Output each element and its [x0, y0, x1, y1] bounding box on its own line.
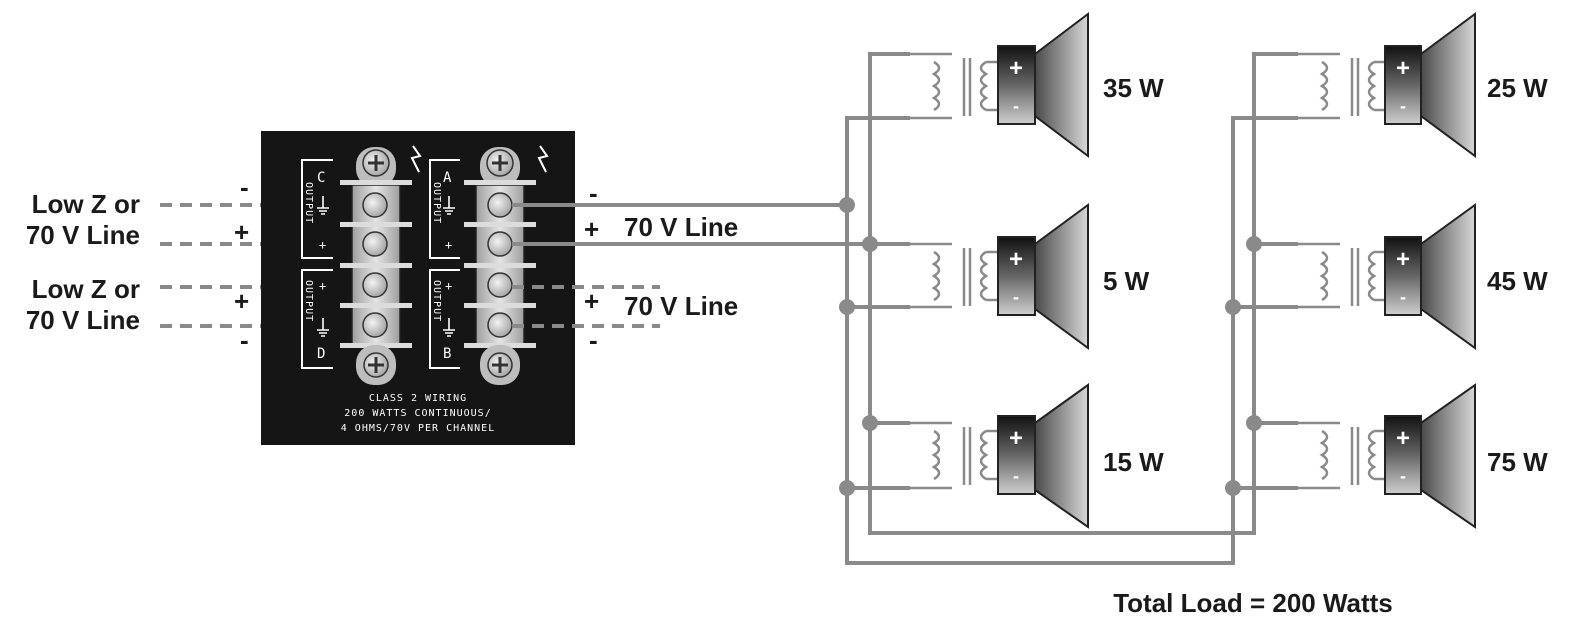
output-bracket-c [301, 159, 333, 259]
speaker-cone-icon [1034, 11, 1089, 159]
speaker-3: + - 15 W [910, 383, 1164, 529]
speaker-3-wattage: 15 W [1103, 447, 1164, 477]
terminal-screw [487, 312, 513, 338]
svg-text:+: + [1396, 246, 1410, 273]
svg-text:-: - [1400, 96, 1406, 116]
panel-footer-line2: 200 WATTS CONTINUOUS/ [344, 408, 491, 419]
panel-footer-line1: CLASS 2 WIRING [369, 393, 467, 404]
output-label-a: OUTPUT [431, 182, 442, 224]
output-bracket-b [429, 269, 460, 369]
svg-text:-: - [1400, 287, 1406, 307]
speaker-1-wattage: 35 W [1103, 73, 1164, 103]
speaker-cone-icon [1034, 203, 1089, 350]
speaker-4: + - 25 W [1298, 12, 1548, 158]
speaker-magnet [997, 236, 1036, 316]
svg-text:+: + [1396, 55, 1410, 82]
terminal-screw [362, 272, 388, 298]
input-sign-1: - [240, 172, 249, 202]
output-bracket-d [301, 269, 333, 369]
output-label-c: OUTPUT [303, 182, 314, 224]
output-sign-4: - [589, 325, 598, 355]
output-sign-2: + [584, 214, 599, 244]
output-labels: - + + - 70 V Line 70 V Line [584, 178, 738, 355]
terminal-plus-c: + [319, 238, 326, 252]
bus-negative [845, 116, 1298, 565]
speaker-2-wattage: 5 W [1103, 266, 1150, 296]
terminal-plus-b: + [445, 279, 452, 293]
speaker-cone-icon [1420, 383, 1476, 529]
input2-label-line2: 70 V Line [26, 305, 140, 335]
input-labels: Low Z or 70 V Line Low Z or 70 V Line - … [26, 172, 249, 355]
output-sign-1: - [589, 178, 598, 208]
speaker-6-wattage: 75 W [1487, 447, 1548, 477]
svg-text:-: - [1400, 466, 1406, 486]
terminal-screw [487, 272, 513, 298]
input2-label-line1: Low Z or [32, 274, 140, 304]
speaker-6: + - 75 W [1298, 383, 1548, 529]
speaker-2: + - 5 W [910, 203, 1150, 350]
bus-positive [868, 52, 1298, 535]
speaker-5-wattage: 45 W [1487, 266, 1548, 296]
speaker-magnet [1384, 236, 1422, 316]
terminal-screw [362, 192, 388, 218]
speaker-magnet [1384, 415, 1422, 495]
svg-text:+: + [1009, 425, 1023, 452]
speaker-magnet [997, 45, 1036, 125]
speaker-cone-icon [1034, 383, 1089, 529]
speaker-magnet [1384, 45, 1422, 125]
svg-text:+: + [1009, 246, 1023, 273]
high-voltage-icon [410, 145, 422, 173]
terminal-screw [487, 192, 513, 218]
speaker-bus [512, 52, 1298, 565]
channel-a-label: A [443, 170, 452, 186]
terminal-plus-d: + [319, 279, 326, 293]
high-voltage-icon [537, 145, 549, 173]
svg-text:-: - [1013, 96, 1019, 116]
input-sign-4: - [240, 325, 249, 355]
speaker-5: + - 45 W [1298, 203, 1548, 350]
speaker-1: + - 35 W [910, 11, 1164, 159]
input-sign-2: + [234, 217, 249, 247]
amplifier-panel: OUTPUT OUTPUT OUTPUT OUTPUT C D A B + + … [261, 131, 575, 445]
input1-label-line2: 70 V Line [26, 220, 140, 250]
line-a-label: 70 V Line [624, 212, 738, 242]
terminal-block-left [340, 147, 412, 385]
input1-label-line1: Low Z or [32, 189, 140, 219]
speaker-magnet [997, 415, 1036, 495]
svg-text:+: + [1396, 425, 1410, 452]
junction-dots [839, 197, 1262, 496]
speaker-4-wattage: 25 W [1487, 73, 1548, 103]
terminal-screw [362, 231, 388, 257]
speaker-cone-icon [1420, 12, 1476, 158]
svg-text:-: - [1013, 466, 1019, 486]
channel-b-label: B [443, 346, 451, 362]
panel-footer-line3: 4 OHMS/70V PER CHANNEL [341, 423, 495, 434]
output-label-b: OUTPUT [431, 280, 442, 322]
terminal-block-right [464, 147, 536, 385]
input-sign-3: + [234, 286, 249, 316]
line-b-label: 70 V Line [624, 291, 738, 321]
output-bracket-a [429, 159, 460, 259]
channel-d-label: D [317, 346, 325, 362]
speaker-cone-icon [1420, 203, 1476, 350]
terminal-screw [487, 231, 513, 257]
output-sign-3: + [584, 286, 599, 316]
total-load-label: Total Load = 200 Watts [1113, 588, 1393, 617]
svg-text:-: - [1013, 287, 1019, 307]
ground-icons [317, 196, 455, 337]
terminal-screw [362, 312, 388, 338]
svg-text:+: + [1009, 55, 1023, 82]
terminal-plus-a: + [445, 238, 452, 252]
channel-c-label: C [317, 170, 325, 186]
output-label-d: OUTPUT [303, 280, 314, 322]
